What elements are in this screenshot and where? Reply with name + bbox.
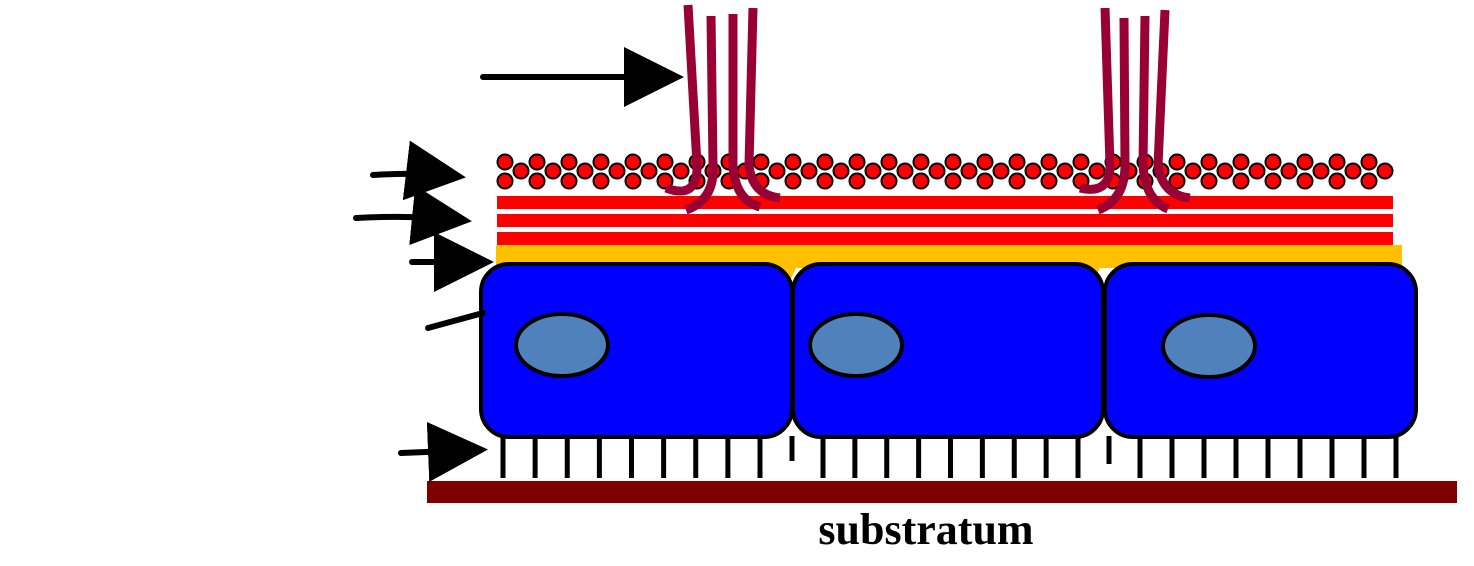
glycocalyx-bead-5 (624, 153, 642, 171)
glycocalyx-bead-3 (560, 153, 578, 171)
glycocalyx-bead-44 (992, 162, 1010, 180)
glycocalyx-beads (496, 153, 1394, 190)
glycocalyx-bead-29 (512, 162, 530, 180)
glycocalyx-bead-70 (912, 172, 930, 190)
glycocalyx-bead-56 (1376, 162, 1394, 180)
glycocalyx-bead-40 (864, 162, 882, 180)
glycocalyx-bead-9 (752, 153, 770, 171)
glycocalyx-bead-37 (768, 162, 786, 180)
glycocalyx-bead-18 (1040, 153, 1058, 171)
glycocalyx-bead-61 (624, 172, 642, 190)
glycocalyx-bead-13 (880, 153, 898, 171)
anchoring-feet (500, 436, 1399, 478)
nucleus-3 (1161, 313, 1257, 379)
fibril-left-1 (664, 4, 702, 196)
glycocalyx-bead-50 (1184, 162, 1202, 180)
glycocalyx-bead-10 (784, 153, 802, 171)
glycocalyx-bead-67 (816, 172, 834, 190)
glycocalyx-bead-23 (1200, 153, 1218, 171)
glycocalyx-bead-83 (1328, 172, 1346, 190)
glycocalyx-bead-81 (1264, 172, 1282, 190)
arrow-to-anchoring-feet (398, 421, 488, 482)
glycocalyx-bead-1 (496, 153, 514, 171)
fibril-tufts (664, 4, 1191, 215)
glycocalyx-bead-25 (1264, 153, 1282, 171)
glycocalyx-bead-55 (1344, 162, 1362, 180)
glycocalyx-bead-24 (1232, 153, 1250, 171)
glycocalyx-bead-60 (592, 172, 610, 190)
pointer-arrows (353, 47, 684, 482)
fibril-right-3 (1138, 15, 1170, 214)
glycocalyx-bead-58 (528, 172, 546, 190)
glycocalyx-bead-16 (976, 153, 994, 171)
glycocalyx-bead-68 (848, 172, 866, 190)
glycocalyx-bead-2 (528, 153, 546, 171)
glycocalyx-bead-11 (816, 153, 834, 171)
arrow-to-lipid-stripes (353, 185, 472, 246)
glycocalyx-bead-72 (976, 172, 994, 190)
glycocalyx-bead-28 (1360, 153, 1378, 171)
glycocalyx-bead-46 (1056, 162, 1074, 180)
nucleus-1 (514, 312, 610, 378)
pointer-line-to-cell (425, 310, 486, 331)
glycocalyx-bead-14 (912, 153, 930, 171)
glycocalyx-bead-6 (656, 153, 674, 171)
glycocalyx-bead-4 (592, 153, 610, 171)
glycocalyx-bead-22 (1168, 153, 1186, 171)
glycocalyx-bead-84 (1360, 172, 1378, 190)
glycocalyx-bead-41 (896, 162, 914, 180)
glycocalyx-bead-31 (576, 162, 594, 180)
glycocalyx-bead-51 (1216, 162, 1234, 180)
fibril-right-4 (1153, 9, 1191, 203)
fibril-left-3 (728, 14, 762, 212)
glycocalyx-bead-12 (848, 153, 866, 171)
fibril-left-4 (744, 7, 781, 203)
glycocalyx-bead-27 (1328, 153, 1346, 171)
glycocalyx-bead-59 (560, 172, 578, 190)
glycocalyx-bead-34 (672, 162, 690, 180)
glycocalyx-bead-69 (880, 172, 898, 190)
glycocalyx-bead-82 (1296, 172, 1314, 190)
glycocalyx-bead-66 (784, 172, 802, 190)
glycocalyx-bead-74 (1040, 172, 1058, 190)
fibril-left-2 (684, 15, 718, 215)
glycocalyx-bead-17 (1008, 153, 1026, 171)
lipid-stripe-2 (497, 214, 1393, 227)
glycocalyx-bead-78 (1168, 172, 1186, 190)
glycocalyx-bead-54 (1312, 162, 1330, 180)
glycocalyx-bead-38 (800, 162, 818, 180)
glycocalyx-bead-45 (1024, 162, 1042, 180)
glycocalyx-bead-33 (640, 162, 658, 180)
fibril-right-1 (1078, 7, 1115, 194)
arrow-to-beads (370, 140, 466, 201)
glycocalyx-bead-19 (1072, 153, 1090, 171)
cell-3 (1103, 262, 1418, 439)
glycocalyx-bead-26 (1296, 153, 1314, 171)
lipid-stripe-3 (497, 232, 1393, 245)
glycocalyx-bead-52 (1248, 162, 1266, 180)
glycocalyx-bead-30 (544, 162, 562, 180)
glycocalyx-bead-32 (608, 162, 626, 180)
glycocalyx-bead-57 (496, 172, 514, 190)
glycocalyx-bead-71 (944, 172, 962, 190)
substratum-bar (427, 481, 1457, 503)
fibril-right-2 (1096, 17, 1130, 215)
glycocalyx-bead-53 (1280, 162, 1298, 180)
glycocalyx-bead-47 (1088, 162, 1106, 180)
substratum-label: substratum (818, 505, 1034, 554)
cell-layer (479, 262, 1418, 439)
glycocalyx-bead-15 (944, 153, 962, 171)
glycocalyx-bead-39 (832, 162, 850, 180)
glycocalyx-bead-80 (1232, 172, 1250, 190)
nucleus-2 (808, 312, 904, 378)
glycocalyx-bead-79 (1200, 172, 1218, 190)
glycocalyx-bead-73 (1008, 172, 1026, 190)
lipid-stripe-1 (497, 196, 1393, 209)
lipid-stripes (497, 196, 1393, 245)
glycocalyx-bead-43 (960, 162, 978, 180)
glycocalyx-bead-42 (928, 162, 946, 180)
